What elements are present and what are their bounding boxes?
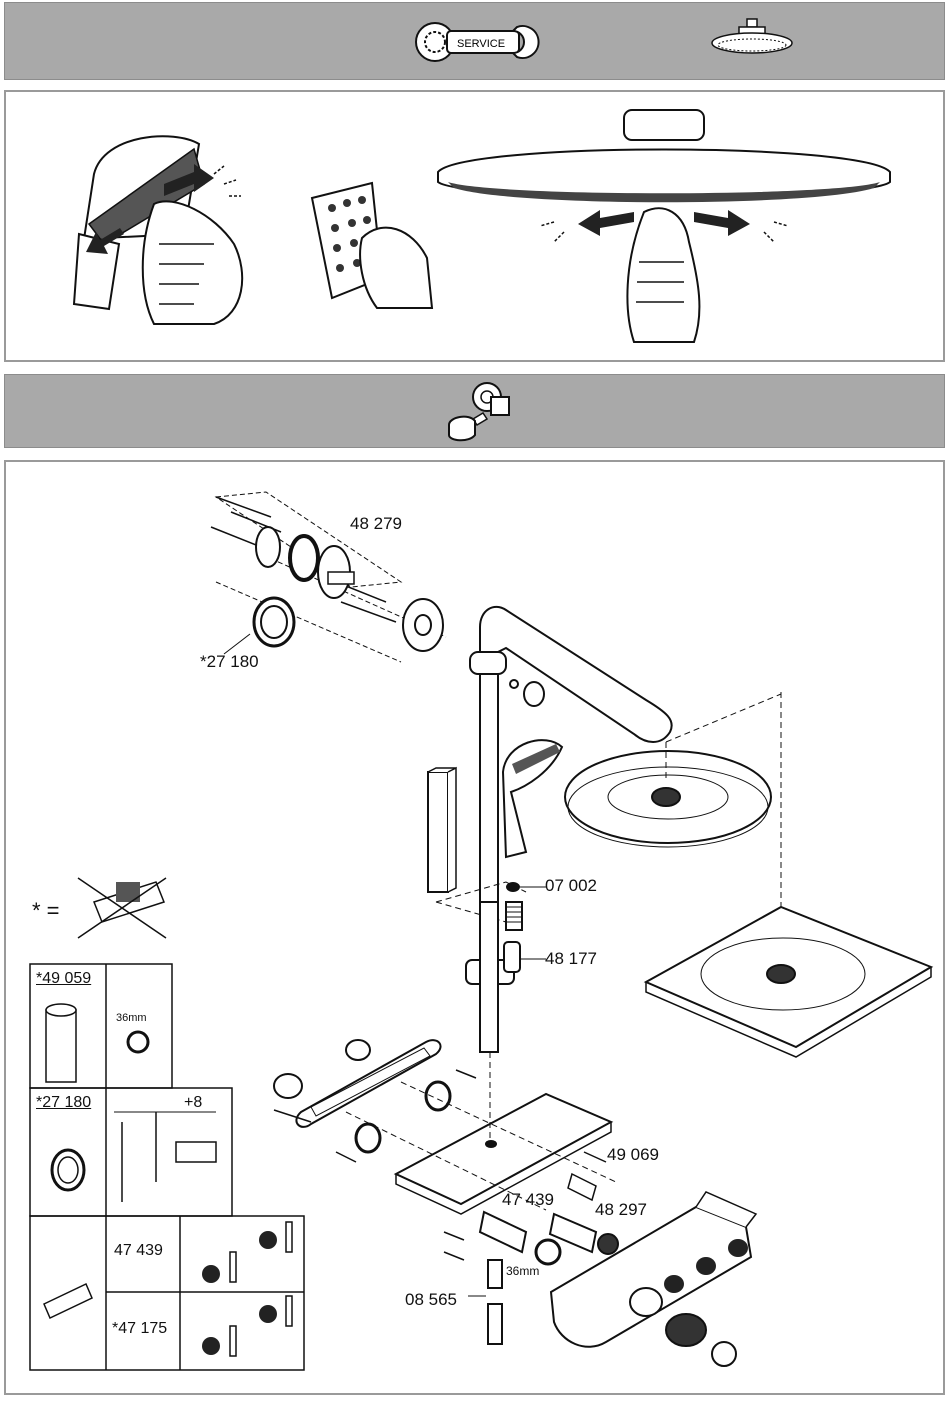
rain-showerhead-icon: [709, 17, 795, 61]
service-label: SERVICE: [457, 38, 505, 50]
part-label-rosette: *27 180: [200, 652, 259, 672]
asterisk-note: * =: [32, 898, 60, 924]
spare-parts-panel: 48 279 *27 180 07 002 48 177 49 069 47 4…: [4, 460, 945, 1395]
part-label-wrench-size: 36mm: [506, 1264, 539, 1278]
part-label-wall-mount: 48 279: [350, 514, 402, 534]
spare-parts-icon: [435, 379, 519, 445]
wrench-gear-icon: SERVICE: [407, 17, 547, 67]
rain-shower-nozzle-cleaning: [434, 102, 894, 352]
legend-tool-part: *49 059: [36, 970, 91, 988]
part-label-slider: 48 177: [545, 949, 597, 969]
part-label-filter: 08 565: [405, 1290, 457, 1310]
no-shelf-symbol: [78, 878, 166, 938]
part-label-thermo-cartridge: 47 439: [502, 1190, 554, 1210]
service-header-band: SERVICE: [4, 2, 945, 80]
legend-tool-size: 36mm: [116, 1012, 147, 1024]
hand-shower-nozzle-cleaning: [64, 124, 264, 334]
nozzle-rub-detail: [302, 178, 442, 318]
part-label-hose-washer: 07 002: [545, 876, 597, 896]
part-label-check-valve: 49 069: [607, 1145, 659, 1165]
legend-cartridge-a: 47 439: [114, 1242, 163, 1260]
legend-cartridge-b: *47 175: [112, 1320, 167, 1338]
part-label-valve-cartridge: 48 297: [595, 1200, 647, 1220]
legend-extension-value: +8: [184, 1094, 202, 1112]
spare-parts-header-band: [4, 374, 945, 448]
legend-extension-part: *27 180: [36, 1094, 91, 1112]
nozzle-cleaning-panel: [4, 90, 945, 362]
